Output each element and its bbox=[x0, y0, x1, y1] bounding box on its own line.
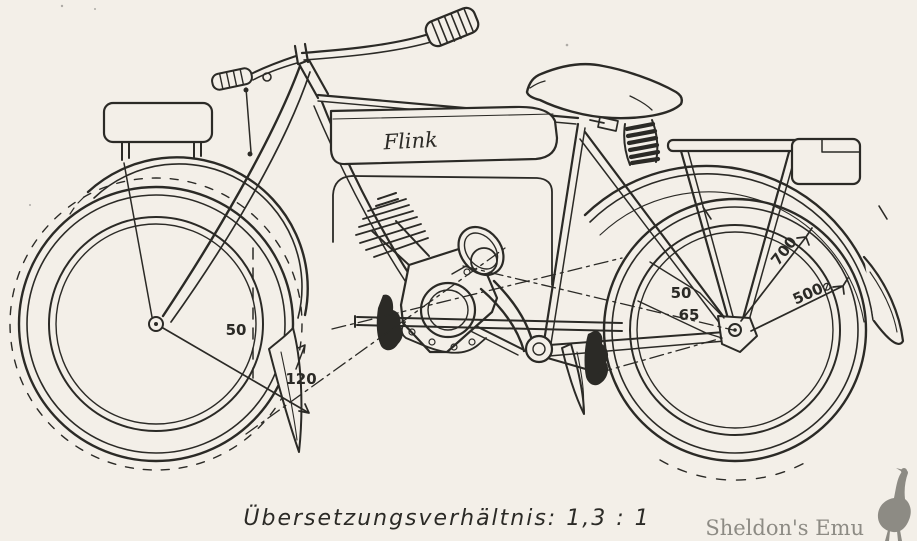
carburetor bbox=[451, 225, 505, 277]
luggage-rack bbox=[666, 137, 862, 325]
emu-icon bbox=[877, 468, 911, 541]
watermark: Sheldon's Emu bbox=[705, 468, 911, 541]
rear-dropout bbox=[717, 315, 758, 353]
paper-specks bbox=[29, 4, 569, 206]
handlebar-grip-far bbox=[211, 67, 253, 91]
dim-label-fender-radius: 120 bbox=[285, 370, 316, 388]
front-fender bbox=[69, 156, 309, 453]
footrest-bar bbox=[354, 315, 623, 332]
engine bbox=[355, 192, 536, 354]
handlebar-grip-near bbox=[424, 6, 480, 48]
dim-line-rear-65 bbox=[637, 300, 723, 339]
front-pedal bbox=[376, 294, 403, 351]
front-mudflap bbox=[268, 327, 303, 453]
construction-lines bbox=[245, 247, 734, 435]
tank-logo: Flink bbox=[382, 128, 438, 155]
dim-label-trail: 50 bbox=[226, 321, 247, 339]
crankcase bbox=[419, 281, 477, 339]
handlebar bbox=[211, 6, 480, 91]
rear-fender bbox=[561, 164, 905, 415]
dim-label-rear-a: 50 bbox=[671, 284, 692, 302]
rear-mudflap-tail bbox=[862, 255, 905, 345]
rack-box bbox=[790, 137, 862, 186]
saddle-spring bbox=[623, 119, 661, 166]
fuel-tank: Flink bbox=[329, 105, 559, 166]
dim-line-120 bbox=[162, 327, 310, 414]
front-hub bbox=[148, 316, 164, 332]
cooling-fins bbox=[355, 192, 429, 258]
toolbox bbox=[102, 101, 214, 161]
front-fork bbox=[161, 58, 330, 323]
front-wheel bbox=[9, 177, 303, 471]
dim-line-500 bbox=[750, 277, 849, 332]
dim-label-rear-b: 65 bbox=[679, 306, 700, 324]
dim-label-wheel-dia: 500⌀ bbox=[790, 276, 834, 309]
saddle bbox=[525, 62, 684, 166]
rear-wheel bbox=[602, 197, 868, 481]
watermark-label: Sheldon's Emu bbox=[705, 516, 864, 540]
caption: Übersetzungsverhältnis: 1,3 : 1 bbox=[243, 505, 650, 531]
crank-hub bbox=[524, 334, 554, 364]
side-panel bbox=[332, 175, 553, 286]
rear-mudflap-front bbox=[561, 343, 585, 415]
dimension-lines bbox=[162, 227, 849, 414]
dim-line-700 bbox=[740, 227, 813, 322]
dim-line-rear-50 bbox=[649, 261, 725, 319]
saddle-bracket bbox=[589, 116, 619, 132]
